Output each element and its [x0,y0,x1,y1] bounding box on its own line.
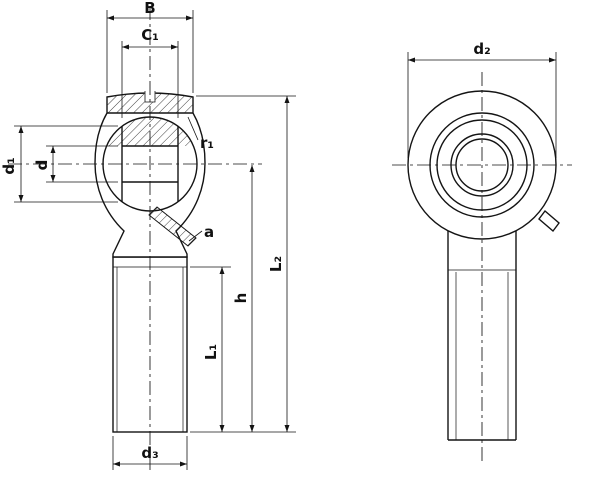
dim-label-d2: d₂ [473,40,490,58]
dim-label-a: a [204,223,214,241]
housing-cap-hatch [107,93,193,113]
callout-r1: r₁ [187,116,214,152]
dim-label-B: B [144,0,155,17]
callout-a: a [188,223,214,242]
dimension-d1: d₁ [0,125,118,203]
dimension-C1: C₁ [121,26,179,118]
dim-label-h: h [232,293,250,304]
dimension-d2: d₂ [407,40,557,158]
dimension-B: B [106,0,194,93]
dim-label-C1: C₁ [141,26,159,44]
dim-label-L1: L₁ [202,344,220,360]
dim-label-r1: r₁ [200,134,214,152]
dim-label-L2: L₂ [267,256,285,272]
left-view-section: B C₁ d₁ d r₁ [0,0,296,474]
dimension-d: d [33,145,118,183]
dim-label-d1: d₁ [0,157,18,174]
dimension-L1: L₁ [190,266,231,432]
shank-front [447,231,517,441]
dimension-L2: L₂ [196,95,296,432]
dimension-h: h [232,165,255,432]
chamfer-wedge [148,206,197,247]
dim-label-d3: d₃ [141,444,158,462]
dimension-d3: d₃ [112,436,188,470]
right-view-front: d₂ [392,40,572,462]
dim-label-d: d [33,160,51,171]
grease-nipple-boss [538,209,560,233]
